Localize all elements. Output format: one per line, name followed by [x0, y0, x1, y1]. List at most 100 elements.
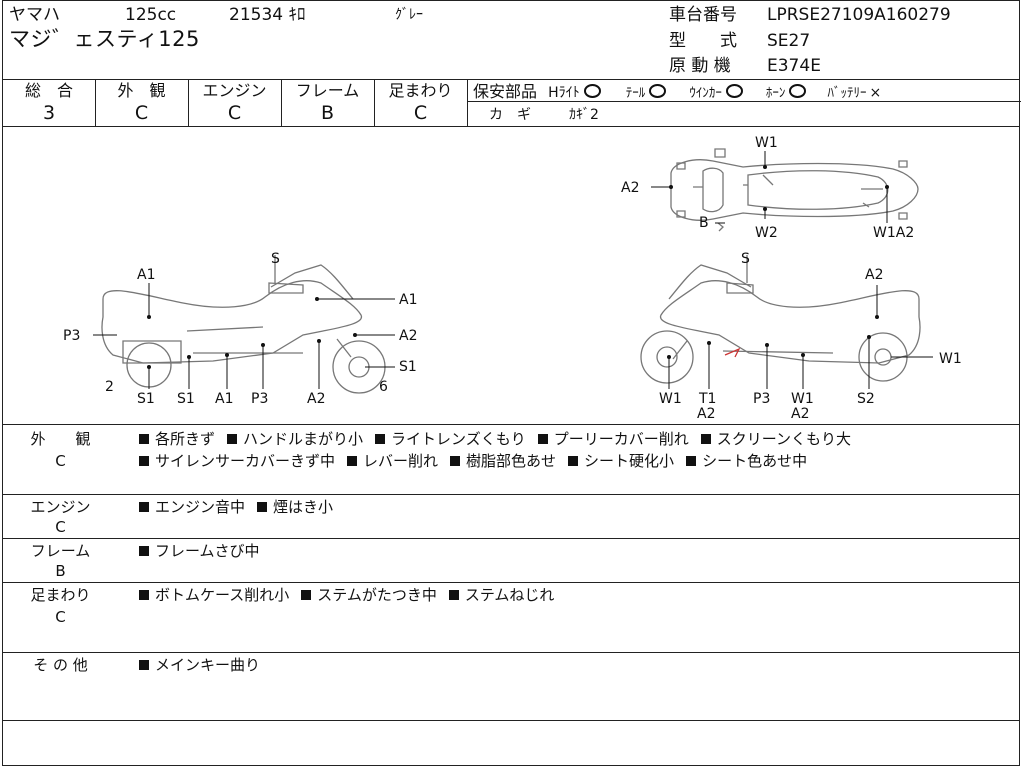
- diagram-label: A2: [791, 406, 809, 422]
- section-grade: B: [55, 562, 66, 580]
- mileage: 21534 ｷﾛ: [229, 5, 306, 25]
- overall-score: 3: [42, 102, 56, 124]
- remark: 各所きず: [155, 430, 216, 448]
- diagram-label: W1: [659, 391, 682, 407]
- diagram-label: S2: [857, 391, 875, 407]
- ok-circle-icon: [583, 84, 601, 98]
- divider: [3, 126, 1019, 127]
- bullet-square-icon: [139, 660, 149, 670]
- ok-circle-icon: [649, 84, 667, 98]
- section-title: そ の 他: [33, 656, 88, 674]
- divider: [3, 538, 1019, 539]
- remark: ハンドルまがり小: [243, 430, 364, 448]
- displacement: 125cc: [125, 5, 177, 25]
- divider: [95, 79, 96, 126]
- diagram-label: B: [699, 215, 709, 231]
- scooter-left-view: [101, 255, 386, 394]
- bullet-square-icon: [139, 590, 149, 600]
- remark: メインキー曲り: [155, 656, 261, 674]
- model-code-label: 型 式: [669, 31, 737, 51]
- remark: ステムねじれ: [464, 586, 555, 604]
- bullet-square-icon: [139, 456, 149, 466]
- diagram-label: S: [271, 251, 280, 267]
- section-grade: C: [55, 608, 66, 626]
- headlight-label: Hﾗｲﾄ: [548, 85, 580, 101]
- section-items: エンジン音中 煙はき小: [135, 496, 1015, 518]
- divider: [467, 79, 468, 126]
- engine-code: E374E: [767, 56, 821, 76]
- battery-mark: ×: [869, 85, 882, 101]
- bullet-square-icon: [139, 502, 149, 512]
- diagram-label: S: [741, 251, 750, 267]
- section-exterior: 外 観 C 各所きずハンドルまがり小ライトレンズくもりプーリーカバー削れスクリー…: [3, 426, 1019, 494]
- remark: ボトムケース削れ小: [155, 586, 290, 604]
- section-items: 各所きずハンドルまがり小ライトレンズくもりプーリーカバー削れスクリーンくもり大サ…: [135, 428, 1015, 472]
- divider: [281, 79, 282, 126]
- section-suspension: 足まわり C ボトムケース削れ小ステムがたつき中ステムねじれ: [3, 584, 1019, 652]
- bullet-square-icon: [700, 434, 711, 444]
- suspension-score: C: [413, 102, 428, 124]
- section-items: フレームさび中: [135, 540, 1015, 562]
- bullet-square-icon: [139, 434, 149, 444]
- maker: ヤマハ: [9, 5, 60, 25]
- frame-score: B: [320, 102, 335, 124]
- remark: サイレンサーカバーきず中: [155, 452, 336, 470]
- ok-circle-icon: [789, 84, 807, 98]
- bullet-square-icon: [347, 456, 358, 466]
- key-value: ｶｷﾞ2: [569, 107, 599, 123]
- diagram-label: A2: [621, 180, 639, 196]
- divider: [3, 79, 1019, 80]
- frame-no: LPRSE27109A160279: [767, 5, 951, 25]
- diagram-label: P3: [753, 391, 770, 407]
- winker-label: ｳｲﾝｶｰ: [689, 86, 722, 101]
- section-frame: フレーム B フレームさび中: [3, 540, 1019, 582]
- remark: シート色あせ中: [702, 452, 808, 470]
- remark: フレームさび中: [155, 542, 260, 560]
- remark: 煙はき小: [273, 498, 334, 516]
- damage-diagram: W1 A2 B W2 W1A2 S A1 A1 P3 A2 S1 6 2 S1 …: [3, 127, 1019, 424]
- diagram-label: A2: [307, 391, 325, 407]
- bullet-square-icon: [257, 502, 268, 512]
- remark: プーリーカバー削れ: [553, 430, 689, 448]
- leader-lines: [93, 151, 933, 389]
- remark: ステムがたつき中: [317, 586, 437, 604]
- section-grade: C: [55, 518, 66, 536]
- frame-no-label: 車台番号: [669, 5, 737, 25]
- remark: エンジン音中: [155, 498, 246, 516]
- diagram-label: W1A2: [873, 225, 914, 241]
- scooter-diagram-svg: W1 A2 B W2 W1A2 S A1 A1 P3 A2 S1 6 2 S1 …: [63, 135, 962, 422]
- diagram-label: W1: [939, 351, 962, 367]
- section-title: フレーム: [30, 542, 91, 560]
- bullet-square-icon: [450, 456, 461, 466]
- remark: レバー削れ: [363, 452, 439, 470]
- overall-label: 総 合: [24, 81, 73, 100]
- section-engine: エンジン C エンジン音中 煙はき小: [3, 496, 1019, 538]
- engine-label: 原 動 機: [669, 56, 731, 76]
- divider: [188, 79, 189, 126]
- frame-score-label: フレーム: [295, 81, 360, 100]
- exterior-label: 外 観: [117, 81, 166, 100]
- horn-label: ﾎｰﾝ: [765, 86, 786, 101]
- color: ｸﾞﾚｰ: [395, 7, 423, 23]
- remark: 樹脂部色あせ: [466, 452, 557, 470]
- bullet-square-icon: [568, 456, 579, 466]
- safety-label: 保安部品: [473, 82, 538, 101]
- diagram-label: S1: [137, 391, 155, 407]
- battery-label: ﾊﾞｯﾃﾘｰ: [827, 86, 867, 101]
- divider: [3, 652, 1019, 653]
- engine-score: C: [227, 102, 242, 124]
- diagram-label: 2: [105, 379, 114, 395]
- safety-row: 保安部品 Hﾗｲﾄ ﾃｰﾙ ｳｲﾝｶｰ ﾎｰﾝ ﾊﾞｯﾃﾘｰ×: [473, 82, 881, 104]
- bullet-square-icon: [139, 546, 149, 556]
- diagram-label: W1: [755, 135, 778, 151]
- bullet-square-icon: [448, 590, 459, 600]
- bullet-square-icon: [375, 434, 386, 444]
- ok-circle-icon: [725, 84, 743, 98]
- bullet-square-icon: [301, 590, 312, 600]
- section-title: エンジン: [30, 498, 91, 516]
- diagram-label: A1: [399, 292, 417, 308]
- diagram-label: W2: [755, 225, 778, 241]
- leader-dots: [147, 165, 889, 369]
- divider: [467, 101, 1021, 102]
- bullet-square-icon: [686, 456, 697, 466]
